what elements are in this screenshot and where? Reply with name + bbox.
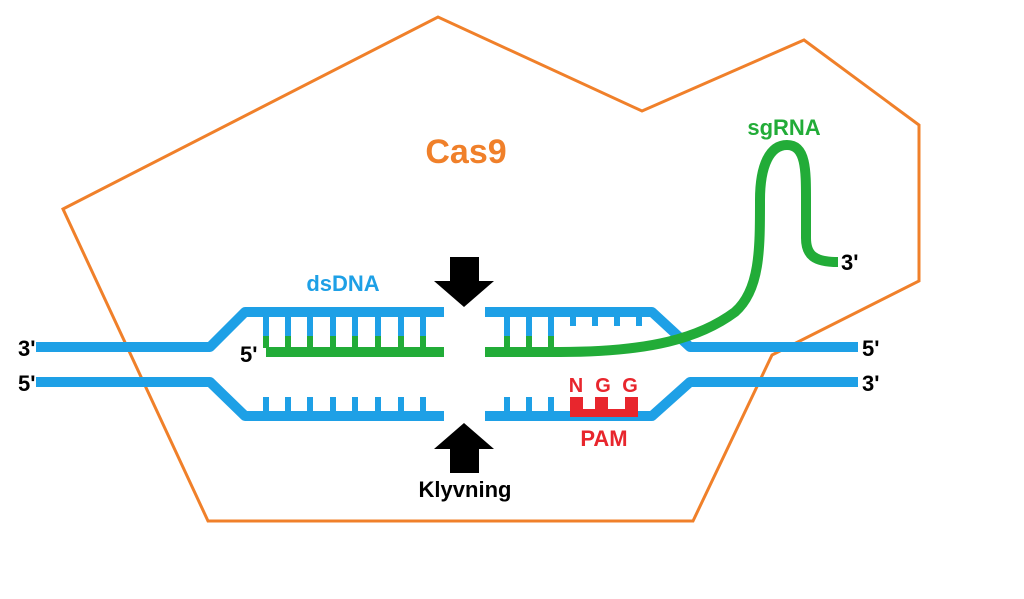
sgrna-label: sgRNA	[747, 115, 820, 140]
pam-base-g1: G	[595, 375, 611, 397]
pam-base-n: N	[569, 375, 583, 397]
cas9-protein-outline	[61, 15, 921, 523]
end-label-3-left: 3'	[18, 336, 35, 361]
end-label-3-guide: 3'	[841, 250, 858, 275]
dna-top-strand	[36, 307, 858, 352]
cas9-label: Cas9	[425, 133, 506, 171]
end-label-5-inner: 5'	[240, 342, 257, 367]
end-label-5-left: 5'	[18, 371, 35, 396]
end-label-5-right: 5'	[862, 336, 879, 361]
dna-bottom-bases	[263, 397, 554, 416]
dna-top-bases	[263, 312, 642, 336]
dna-bottom-strand	[36, 377, 858, 421]
cleavage-arrow-up	[434, 423, 494, 473]
sgrna-bases	[263, 336, 554, 348]
dsdna-label: dsDNA	[306, 271, 379, 296]
end-label-3-right: 3'	[862, 371, 879, 396]
pam-label: PAM	[580, 426, 627, 451]
pam-bases	[570, 397, 638, 417]
cleavage-arrow-down	[434, 257, 494, 307]
cleavage-label: Klyvning	[419, 477, 512, 502]
sgrna-guide	[266, 140, 839, 357]
pam-base-g2: G	[622, 375, 638, 397]
